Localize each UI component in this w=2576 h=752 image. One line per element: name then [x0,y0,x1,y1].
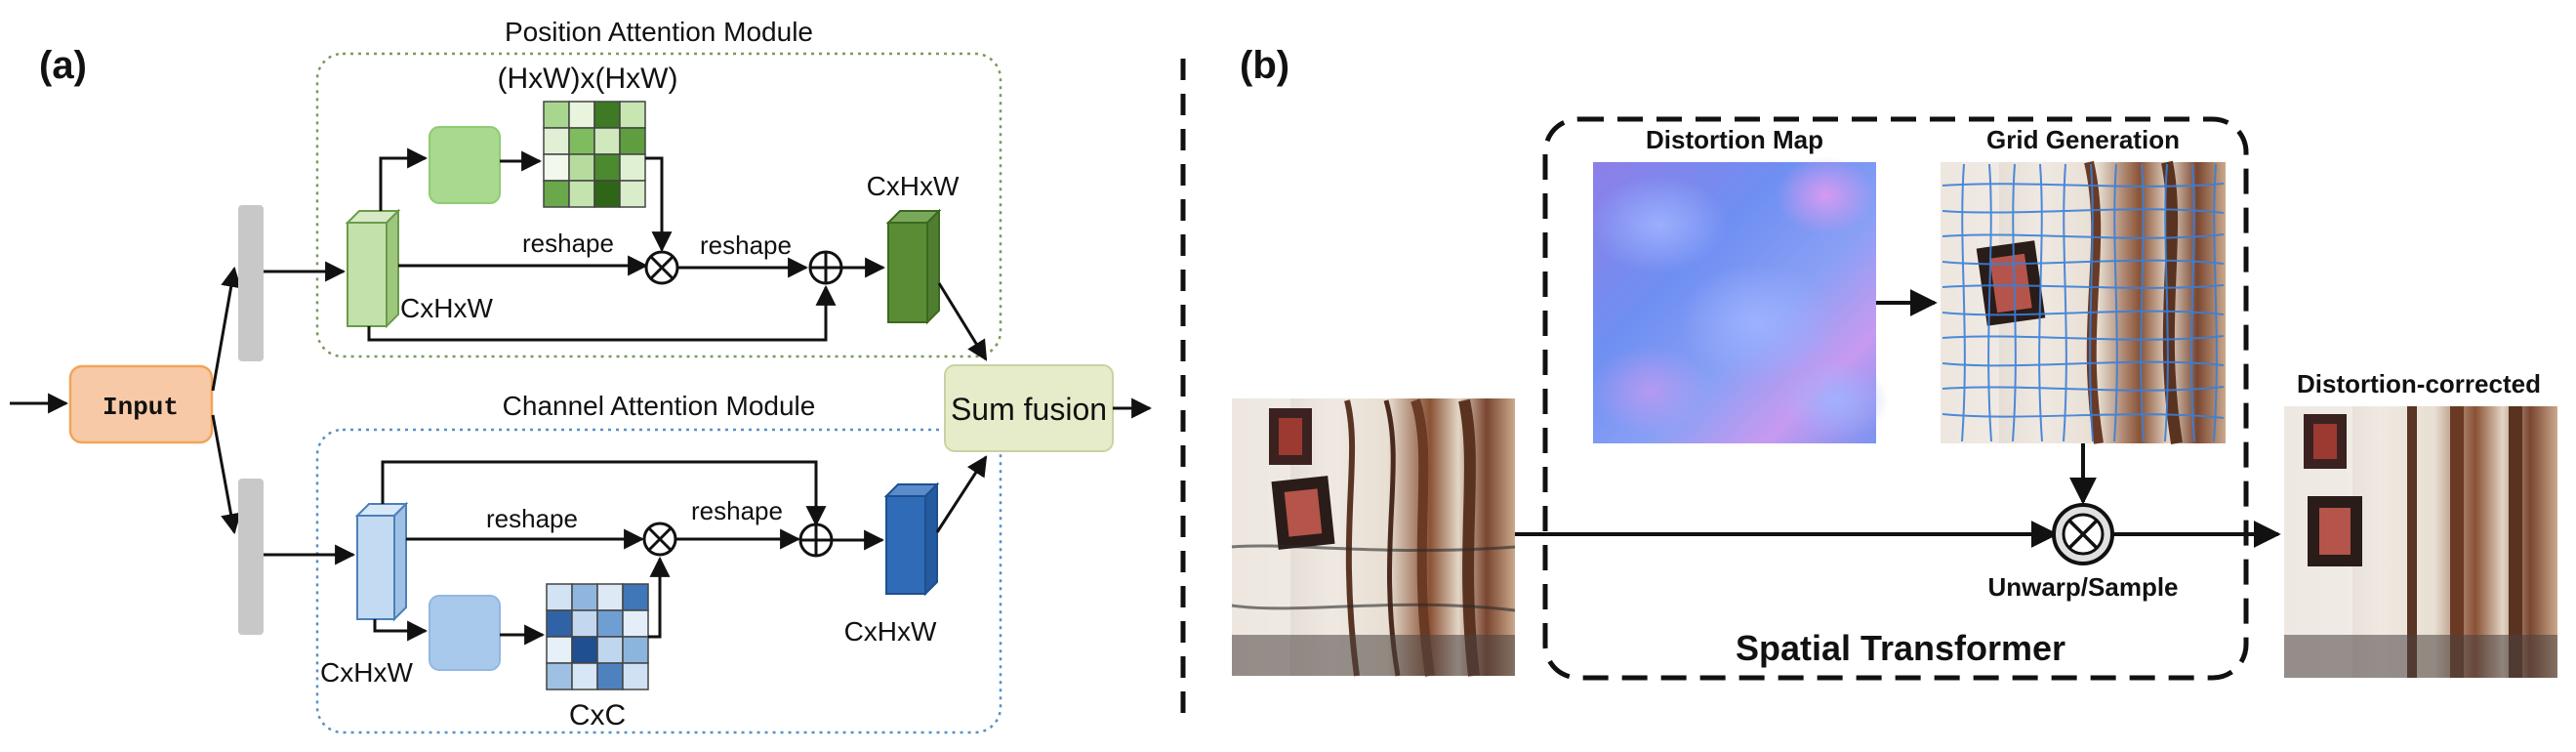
sampling-grid-overlay [1942,163,2225,442]
cam-attention-matrix [546,583,649,690]
pam-matrix-label: (HxW)x(HxW) [498,63,678,95]
cam-multiply-op [642,522,677,557]
spatial-transformer-box [1542,116,2249,681]
input-label: Input [102,393,179,422]
spatial-transformer-label: Spatial Transformer [1736,628,2065,668]
cam-add-op [798,522,834,558]
cam-feature-label: CxHxW [320,657,413,688]
pam-matrix-to-mult [645,156,673,253]
sampler-op [2052,503,2114,565]
pam-reshape-1: reshape [522,229,614,258]
pam-add-op [808,250,843,285]
pam-path-up [379,147,429,211]
distortion-corrected-label: Distortion-corrected [2297,369,2541,398]
pam-residual-path [367,284,837,342]
grid-generation-image [1941,160,2226,444]
cam-matrix-label: CxC [569,699,626,731]
cam-reshape-1: reshape [486,504,578,533]
pam-output-label: CxHxW [867,171,960,201]
cam-title: Channel Attention Module [503,391,816,421]
distorted-input-image [1231,398,1516,677]
cam-output-block [883,481,940,597]
grid-generation-label: Grid Generation [1986,125,2180,154]
pam-title: Position Attention Module [505,17,813,47]
cam-output-label: CxHxW [844,616,937,647]
cam-reshape-2: reshape [691,496,783,525]
cam-conv-square [429,595,501,671]
pam-feature-label: CxHxW [400,293,493,323]
panel-b-label: (b) [1240,44,1289,87]
pam-conv-square [429,126,501,204]
branch-arrow-top [211,266,242,392]
corrected-output-image [2284,406,2557,678]
cam-container [315,428,1002,734]
cam-feature-block [354,501,409,622]
cam-to-sum-arrow [935,455,988,533]
pam-reshape-2: reshape [700,230,792,260]
distortion-map-image [1591,156,1889,443]
input-box [68,364,214,444]
feature-bar-top [238,205,264,361]
cam-residual-path [381,460,827,527]
pam-container [315,52,1002,358]
pam-attention-matrix [543,101,646,208]
pam-multiply-op [644,250,679,285]
panel-a-label: (a) [39,44,87,87]
pam-feature-block [345,208,401,329]
pam-to-sum-arrow [937,282,988,361]
distortion-map-label: Distortion Map [1646,125,1823,154]
pam-output-block [885,208,942,325]
cam-path-down [373,619,429,642]
feature-bar-bottom [238,479,264,635]
cam-matrix-to-mult [648,556,671,639]
unwarp-sample-label: Unwarp/Sample [1987,572,2178,602]
sum-fusion-label: Sum fusion [951,392,1107,427]
branch-arrow-bottom [211,414,241,535]
